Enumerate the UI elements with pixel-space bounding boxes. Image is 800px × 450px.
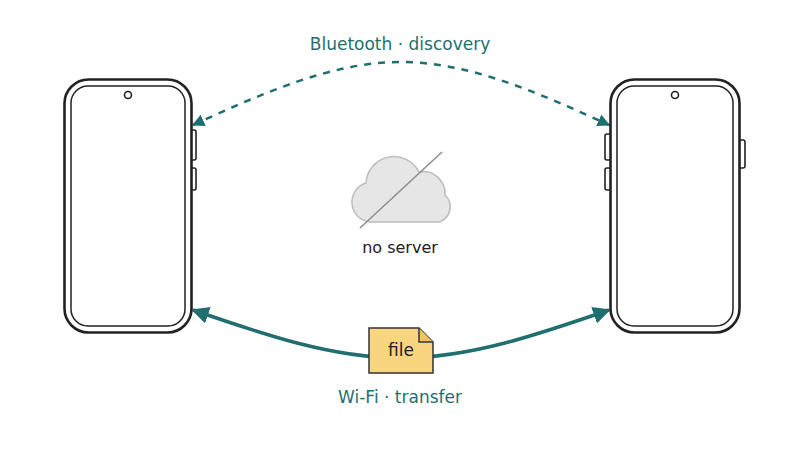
phone-node <box>63 78 193 334</box>
file-fold <box>419 328 433 342</box>
phone-camera <box>125 92 132 99</box>
phone-camera <box>672 92 679 99</box>
phone-outline <box>609 78 741 334</box>
cloud-outline <box>335 150 465 230</box>
cloud-node: no server <box>335 150 465 260</box>
node-caption: no server <box>335 238 465 258</box>
phone-screen <box>617 86 733 326</box>
strike-line <box>360 152 442 228</box>
phone-screen <box>71 86 185 326</box>
phone-body <box>611 80 740 333</box>
file-node: file <box>368 327 434 374</box>
phone-body <box>65 80 192 333</box>
dashed-arrow <box>193 62 609 125</box>
connector-label: Bluetooth · discovery <box>200 33 600 55</box>
connector-label: Wi-Fi · transfer <box>200 386 600 408</box>
phone-node <box>609 78 741 334</box>
file-sheet <box>369 328 433 373</box>
file-label: file <box>368 340 434 360</box>
phone-outline <box>63 78 193 334</box>
